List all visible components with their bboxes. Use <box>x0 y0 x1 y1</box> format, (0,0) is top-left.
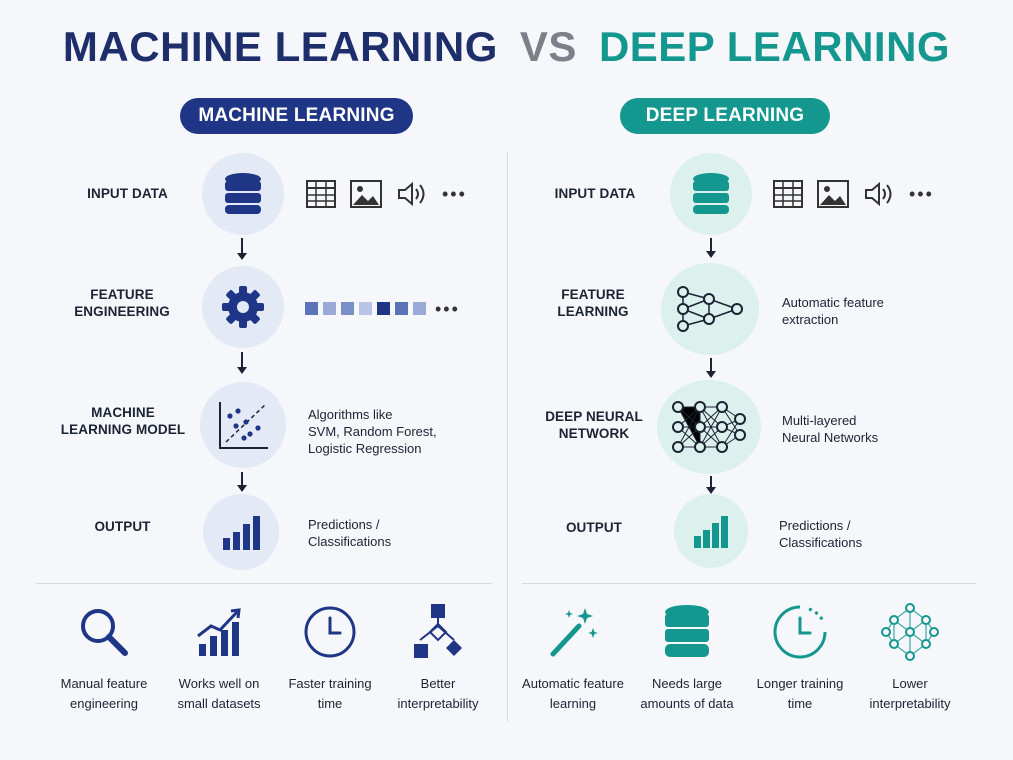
decision-tree-icon <box>414 604 462 658</box>
dl-header-pill: DEEP LEARNING <box>620 98 830 134</box>
gear-icon <box>222 286 264 328</box>
image-icon <box>350 180 382 208</box>
dl-stage-output-label: OUTPUT <box>565 520 623 535</box>
neural-network-icon <box>677 286 743 332</box>
title-deep-learning: DEEP LEARNING <box>598 23 951 70</box>
ml-stage-output-label: OUTPUT <box>94 519 151 534</box>
title-machine-learning: MACHINE LEARNING <box>62 23 498 70</box>
dl-output-desc: Predictions /Classifications <box>779 518 863 550</box>
center-divider <box>507 152 508 722</box>
more-icon: ••• <box>442 184 467 204</box>
clock-icon <box>304 606 356 658</box>
ml-output-desc: Predictions /Classifications <box>308 517 392 549</box>
ml-model-circle <box>200 382 286 468</box>
table-icon <box>306 180 336 208</box>
ml-feature-vector: ••• <box>305 298 460 319</box>
audio-icon <box>398 181 425 207</box>
deep-network-icon <box>672 401 746 453</box>
ml-header-pill: MACHINE LEARNING <box>180 98 413 134</box>
dl-output-circle <box>674 494 748 568</box>
ml-arrow-2 <box>237 352 247 374</box>
dl-input-circle <box>670 153 752 235</box>
audio-icon <box>865 181 892 207</box>
dl-network-circle <box>657 380 761 474</box>
dl-stage-input-label: INPUT DATA <box>554 186 636 201</box>
database-icon <box>665 605 709 657</box>
clock-icon <box>773 605 827 659</box>
table-icon <box>773 180 803 208</box>
dl-feature-circle <box>661 263 759 355</box>
ml-arrow-1 <box>237 238 247 260</box>
page-title: MACHINE LEARNING VS DEEP LEARNING <box>0 22 1013 72</box>
dl-arrow-2 <box>706 358 716 378</box>
database-icon <box>225 173 261 214</box>
ml-input-circle <box>202 153 284 235</box>
bar-chart-icon <box>223 516 260 550</box>
ml-data-types: ••• <box>306 180 467 208</box>
bar-chart-icon <box>694 516 728 548</box>
ml-output-circle <box>203 494 279 570</box>
title-vs: VS <box>519 23 577 70</box>
scatter-plot-icon <box>219 402 268 449</box>
neural-network-icon <box>881 603 939 661</box>
database-icon <box>693 173 729 214</box>
ml-feature-circle <box>202 266 284 348</box>
ml-arrow-3 <box>237 472 247 492</box>
dl-arrow-3 <box>706 476 716 494</box>
dl-arrow-1 <box>706 238 716 258</box>
image-icon <box>817 180 849 208</box>
dl-divider <box>522 583 976 584</box>
ml-divider <box>36 583 492 584</box>
growth-chart-icon <box>197 608 241 656</box>
ml-stage-input-label: INPUT DATA <box>87 186 168 201</box>
more-icon: ••• <box>909 184 934 204</box>
magnifier-icon <box>81 609 128 656</box>
dl-data-types: ••• <box>773 180 934 208</box>
magic-wand-icon <box>550 608 598 657</box>
more-icon: ••• <box>435 298 460 319</box>
